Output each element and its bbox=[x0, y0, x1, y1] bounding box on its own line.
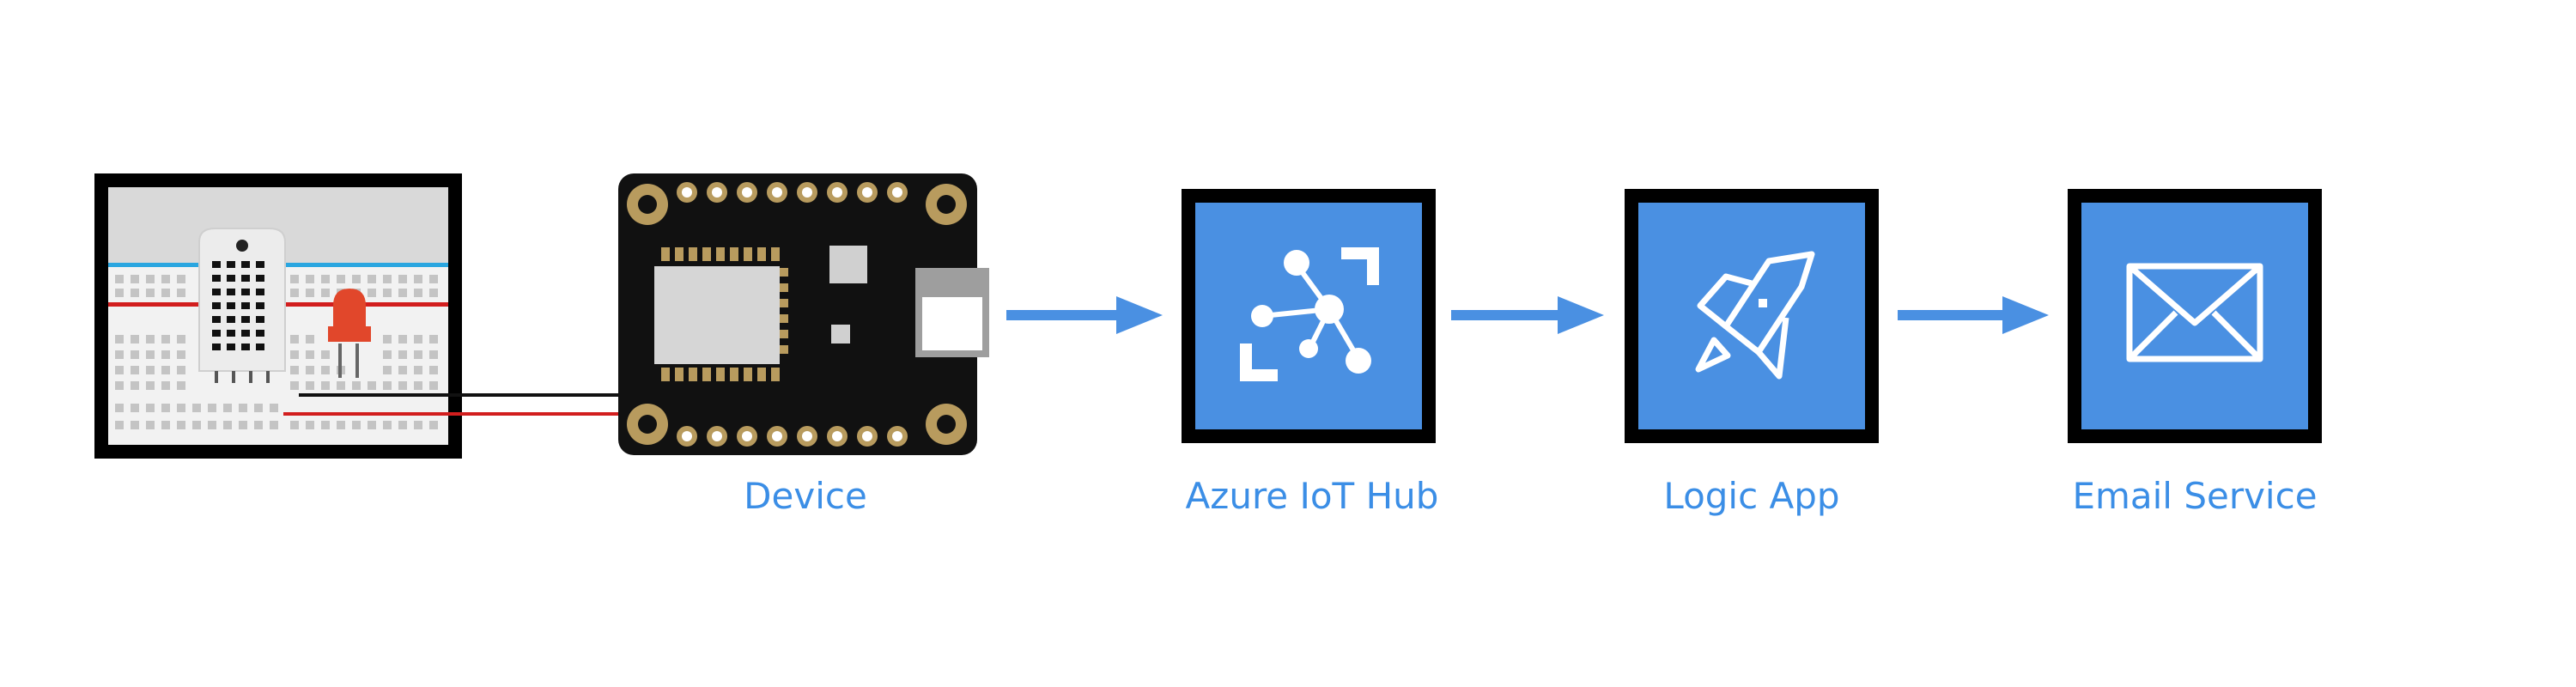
arrow-iothub-to-logicapp bbox=[1451, 296, 1604, 334]
logic-app-rocket-icon bbox=[1695, 251, 1815, 380]
breadboard-holes bbox=[115, 275, 438, 429]
iot-hub-icon bbox=[1240, 247, 1379, 381]
flow-arrows bbox=[1006, 296, 2049, 334]
chip-pins bbox=[661, 247, 788, 381]
email-service-tile bbox=[2068, 189, 2322, 443]
iot-hub-tile bbox=[1182, 189, 1436, 443]
temperature-sensor-icon bbox=[198, 228, 286, 383]
arrow-device-to-iothub bbox=[1006, 296, 1163, 334]
email-envelope-icon bbox=[2126, 263, 2263, 362]
logic-app-label: Logic App bbox=[1663, 475, 1840, 517]
iot-hub-label: Azure IoT Hub bbox=[1185, 475, 1439, 517]
arrow-logicapp-to-email bbox=[1898, 296, 2049, 334]
device-label: Device bbox=[744, 475, 867, 517]
led-icon bbox=[328, 289, 371, 378]
chip bbox=[654, 266, 780, 364]
breadboard-icon bbox=[94, 173, 620, 459]
logic-app-tile bbox=[1625, 189, 1879, 443]
email-service-label: Email Service bbox=[2072, 475, 2318, 517]
device-board-icon bbox=[618, 173, 989, 455]
